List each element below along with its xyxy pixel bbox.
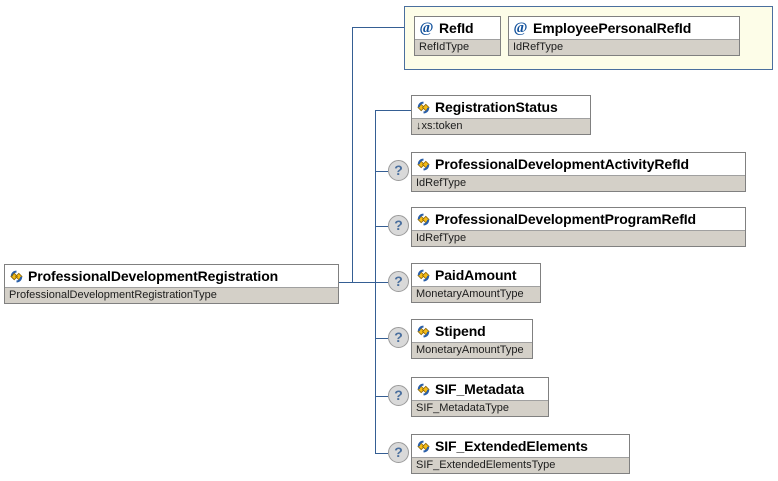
child-element-node-registrationstatus[interactable]: RegistrationStatus ↓ xs:token bbox=[411, 95, 591, 135]
child-element-node-paidamount[interactable]: PaidAmount MonetaryAmountType bbox=[411, 263, 541, 303]
child-element-node-sif-metadata[interactable]: SIF_Metadata SIF_MetadataType bbox=[411, 377, 549, 417]
child-element-name: PaidAmount bbox=[435, 267, 517, 283]
child-element-name: SIF_Metadata bbox=[435, 381, 525, 397]
child-element-type-row: SIF_MetadataType bbox=[412, 400, 548, 416]
connector-child-lead-5 bbox=[375, 338, 388, 339]
child-element-type-row: MonetaryAmountType bbox=[412, 286, 540, 302]
element-icon bbox=[417, 325, 430, 337]
child-element-type: MonetaryAmountType bbox=[416, 344, 524, 356]
optional-marker-icon: ? bbox=[388, 327, 409, 348]
child-element-node-stipend[interactable]: Stipend MonetaryAmountType bbox=[411, 319, 533, 359]
child-element-type: IdRefType bbox=[416, 177, 467, 189]
child-element-type: SIF_ExtendedElementsType bbox=[416, 459, 556, 471]
element-icon bbox=[417, 269, 430, 281]
element-icon bbox=[417, 383, 430, 395]
child-element-name: ProfessionalDevelopmentProgramRefId bbox=[435, 211, 697, 227]
attribute-type: RefIdType bbox=[419, 41, 470, 53]
root-element-type: ProfessionalDevelopmentRegistrationType bbox=[9, 289, 217, 301]
attribute-node-refid[interactable]: @ RefId RefIdType bbox=[414, 16, 501, 56]
element-icon bbox=[417, 158, 430, 170]
child-element-name: ProfessionalDevelopmentActivityRefId bbox=[435, 156, 689, 172]
attribute-icon: @ bbox=[513, 19, 528, 36]
child-element-name-row: ProfessionalDevelopmentActivityRefId bbox=[412, 153, 745, 175]
child-element-node-sif-extendedelements[interactable]: SIF_ExtendedElements SIF_ExtendedElement… bbox=[411, 434, 630, 474]
connector-child-lead-3 bbox=[375, 226, 388, 227]
connector-child-lead-6 bbox=[375, 396, 388, 397]
root-element-node[interactable]: ProfessionalDevelopmentRegistration Prof… bbox=[4, 264, 339, 304]
derivation-arrow-icon: ↓ bbox=[416, 120, 422, 132]
child-element-type-row: SIF_ExtendedElementsType bbox=[412, 457, 629, 473]
attribute-type-row: RefIdType bbox=[415, 39, 500, 55]
child-element-name-row: SIF_ExtendedElements bbox=[412, 435, 629, 457]
child-element-name-row: ProfessionalDevelopmentProgramRefId bbox=[412, 208, 745, 230]
child-element-name: RegistrationStatus bbox=[435, 99, 558, 115]
connector-attributes-horizontal bbox=[352, 27, 404, 28]
child-element-type-row: IdRefType bbox=[412, 175, 745, 191]
root-element-type-row: ProfessionalDevelopmentRegistrationType bbox=[5, 287, 338, 303]
child-element-type: xs:token bbox=[421, 120, 463, 132]
attribute-type: IdRefType bbox=[513, 41, 564, 53]
child-element-type: IdRefType bbox=[416, 232, 467, 244]
optional-marker-icon: ? bbox=[388, 442, 409, 463]
optional-marker-icon: ? bbox=[388, 160, 409, 181]
child-element-name: SIF_ExtendedElements bbox=[435, 438, 588, 454]
child-element-name: Stipend bbox=[435, 323, 486, 339]
child-element-type: MonetaryAmountType bbox=[416, 288, 524, 300]
connector-child-lead-1 bbox=[375, 110, 411, 111]
connector-attributes-vertical bbox=[352, 27, 353, 283]
child-element-node-professionaldevelopmentactivityrefid[interactable]: ProfessionalDevelopmentActivityRefId IdR… bbox=[411, 152, 746, 192]
element-icon bbox=[417, 101, 430, 113]
attribute-name: RefId bbox=[439, 20, 474, 36]
attribute-node-employeepersonalrefid[interactable]: @ EmployeePersonalRefId IdRefType bbox=[508, 16, 740, 56]
attribute-icon: @ bbox=[419, 19, 434, 36]
optional-marker-icon: ? bbox=[388, 271, 409, 292]
connector-root-stub bbox=[338, 282, 376, 283]
attributes-panel: @ RefId RefIdType @ EmployeePersonalRefI… bbox=[404, 6, 773, 70]
attribute-name: EmployeePersonalRefId bbox=[533, 20, 692, 36]
child-element-name-row: PaidAmount bbox=[412, 264, 540, 286]
child-element-name-row: RegistrationStatus bbox=[412, 96, 590, 118]
child-element-type: SIF_MetadataType bbox=[416, 402, 509, 414]
child-element-name-row: SIF_Metadata bbox=[412, 378, 548, 400]
connector-child-lead-7 bbox=[375, 453, 388, 454]
attribute-type-row: IdRefType bbox=[509, 39, 739, 55]
attribute-name-row: @ EmployeePersonalRefId bbox=[509, 17, 739, 39]
child-element-type-row: MonetaryAmountType bbox=[412, 342, 532, 358]
optional-marker-icon: ? bbox=[388, 215, 409, 236]
element-icon bbox=[417, 440, 430, 452]
connector-child-lead-4 bbox=[375, 282, 388, 283]
optional-marker-icon: ? bbox=[388, 385, 409, 406]
attribute-name-row: @ RefId bbox=[415, 17, 500, 39]
connector-sequence-bus bbox=[375, 110, 376, 453]
child-element-name-row: Stipend bbox=[412, 320, 532, 342]
element-icon bbox=[417, 213, 430, 225]
root-element-name-row: ProfessionalDevelopmentRegistration bbox=[5, 265, 338, 287]
child-element-type-row: ↓ xs:token bbox=[412, 118, 590, 134]
element-icon bbox=[10, 270, 23, 282]
child-element-type-row: IdRefType bbox=[412, 230, 745, 246]
root-element-name: ProfessionalDevelopmentRegistration bbox=[28, 268, 279, 284]
connector-child-lead-2 bbox=[375, 171, 388, 172]
child-element-node-professionaldevelopmentprogramrefid[interactable]: ProfessionalDevelopmentProgramRefId IdRe… bbox=[411, 207, 746, 247]
